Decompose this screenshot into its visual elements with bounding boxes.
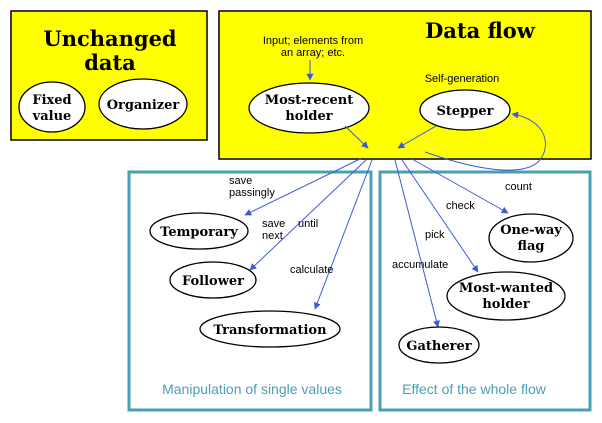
- unchanged-data-box: Unchanged data Fixed value Organizer: [10, 10, 208, 141]
- most-recent-holder-node: Most-recent holder: [248, 82, 370, 134]
- most-wanted-line2: holder: [482, 297, 529, 312]
- temporary-label: Temporary: [160, 225, 238, 240]
- pick-arrow: [401, 159, 479, 273]
- input-note-line1: Input; elements from: [263, 35, 363, 47]
- one-way-flag-node: One-way flag: [488, 213, 574, 263]
- unchanged-title-line1: Unchanged: [43, 26, 177, 51]
- edge-labels: save passingly save next until calculate…: [229, 175, 532, 276]
- save-passingly-arrow: [244, 157, 363, 216]
- count-label: count: [505, 181, 532, 193]
- gatherer-node: Gatherer: [398, 326, 480, 364]
- accumulate-arrow: [394, 159, 440, 328]
- stepper-label: Stepper: [437, 104, 494, 119]
- calculate-arrow: [313, 159, 373, 310]
- transformation-label: Transformation: [213, 323, 327, 338]
- self-generation-loop-arrow: [424, 111, 546, 171]
- save-next-label-line2: next: [262, 230, 283, 242]
- stepper-node: Stepper: [419, 89, 511, 131]
- most-recent-line1: Most-recent: [265, 93, 354, 108]
- gatherer-label: Gatherer: [406, 339, 471, 354]
- stepper-to-hub-arrow: [397, 125, 437, 149]
- whole-flow-panel: Effect of the whole flow: [378, 170, 592, 412]
- check-label: check: [446, 200, 475, 212]
- save-next-label-line1: save: [262, 218, 285, 230]
- organizer-node: Organizer: [98, 78, 188, 130]
- manipulation-caption: Manipulation of single values: [162, 381, 342, 397]
- pick-label: pick: [425, 229, 445, 241]
- whole-flow-caption: Effect of the whole flow: [402, 381, 547, 397]
- follower-label: Follower: [182, 274, 244, 289]
- manipulation-panel: Manipulation of single values: [127, 170, 373, 412]
- most-recent-line2: holder: [285, 109, 332, 124]
- most-recent-to-hub-arrow: [344, 125, 369, 149]
- calculate-label: calculate: [290, 264, 333, 276]
- accumulate-label: accumulate: [392, 259, 448, 271]
- save-passingly-label-line2: passingly: [229, 187, 275, 199]
- transformation-node: Transformation: [199, 310, 341, 348]
- follower-node: Follower: [169, 261, 257, 299]
- one-way-line1: One-way: [500, 223, 562, 238]
- fixed-value-node: Fixed value: [18, 81, 86, 133]
- temporary-node: Temporary: [149, 212, 249, 250]
- data-flow-box: Data flow Input; elements from an array;…: [218, 10, 592, 160]
- most-wanted-holder-node: Most-wanted holder: [446, 271, 566, 321]
- arrows: [244, 60, 546, 328]
- data-flow-title: Data flow: [425, 18, 536, 43]
- most-wanted-line1: Most-wanted: [459, 281, 553, 296]
- self-generation-label: Self-generation: [425, 73, 500, 85]
- save-passingly-label-line1: save: [229, 175, 252, 187]
- organizer-label: Organizer: [107, 98, 180, 113]
- input-note-line2: an array; etc.: [281, 47, 345, 59]
- fixed-value-line2: value: [32, 109, 72, 124]
- one-way-line2: flag: [518, 239, 545, 254]
- unchanged-title-line2: data: [84, 50, 136, 75]
- save-next-arrow: [249, 159, 367, 271]
- fixed-value-line1: Fixed: [32, 93, 71, 108]
- until-label: until: [298, 218, 318, 230]
- check-arrow: [411, 158, 509, 214]
